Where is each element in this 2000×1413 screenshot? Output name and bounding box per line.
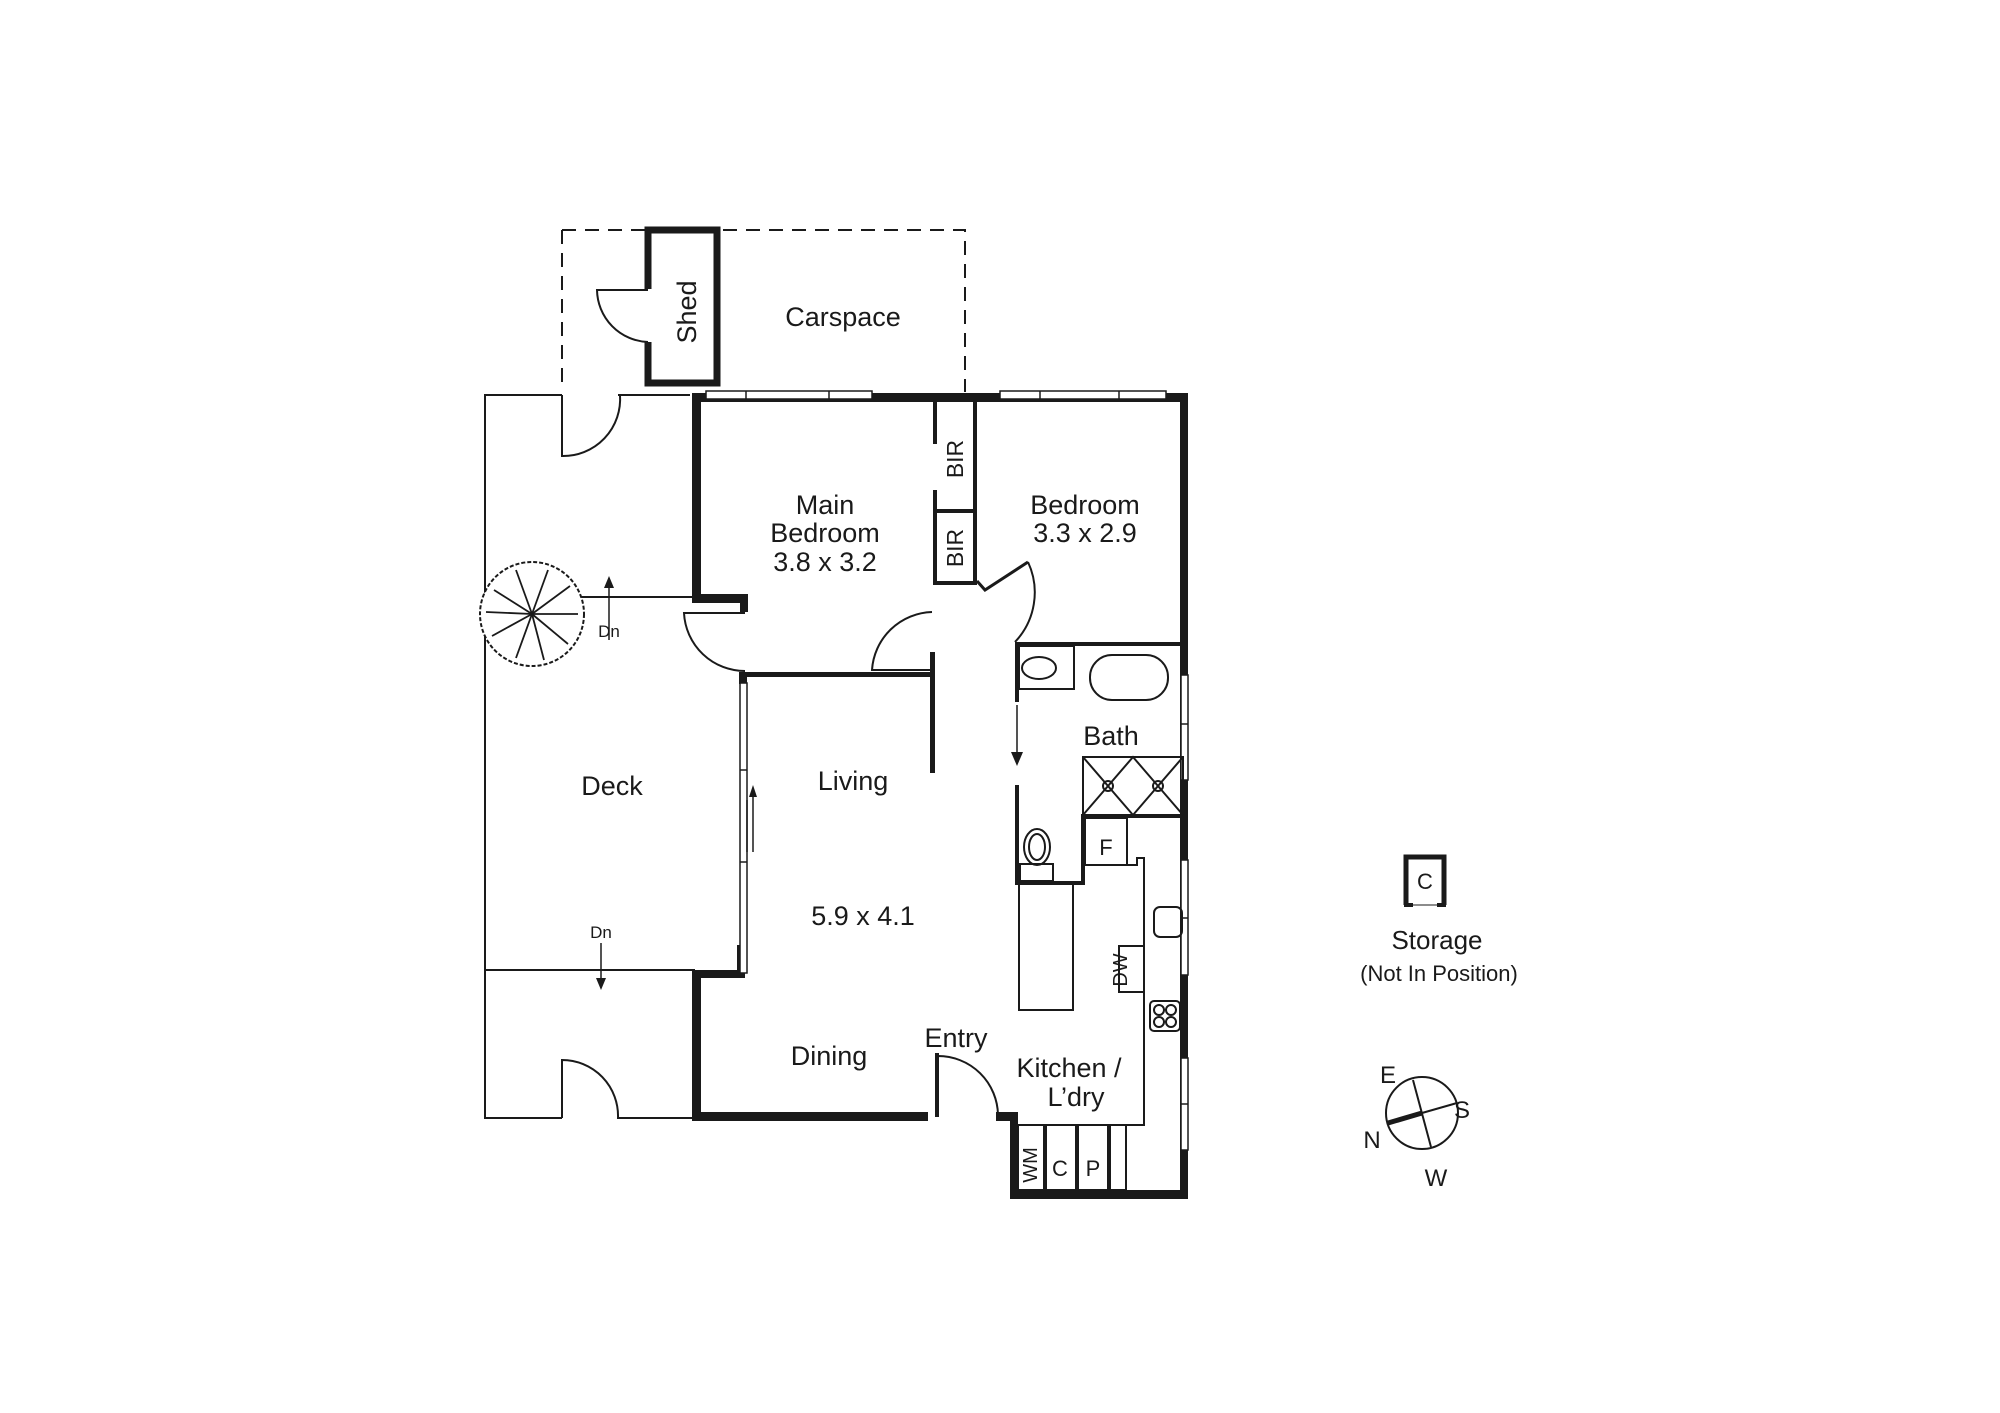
compass-e: E: [1380, 1062, 1396, 1089]
shed-door-swing: [595, 289, 649, 343]
bedroom-label: Bedroom: [1030, 490, 1140, 520]
pantry-label: P: [1086, 1156, 1101, 1181]
stairs-up-arrow-icon: [604, 576, 614, 640]
carspace-label: Carspace: [785, 302, 901, 332]
toilet-icon: [1019, 828, 1054, 882]
main-bedroom-door: [870, 611, 933, 671]
kitchen-label-2: L’dry: [1047, 1082, 1105, 1112]
kitchen-label: Kitchen /: [1016, 1053, 1122, 1083]
main-bedroom-deck-door: [682, 612, 746, 673]
main-bedroom-label-2: Bedroom: [770, 518, 880, 548]
tree-icon: [479, 561, 585, 667]
deck-gate-bottom: [561, 1058, 695, 1119]
fridge-space: [1084, 817, 1128, 866]
window-main-bedroom: [705, 390, 873, 400]
compass-s: S: [1454, 1097, 1470, 1124]
storage-note: (Not In Position): [1360, 961, 1518, 986]
carspace: [561, 229, 966, 392]
deck-label: Deck: [581, 771, 643, 801]
compass-n: N: [1363, 1127, 1380, 1154]
entry-door: [937, 1054, 999, 1116]
window-bath: [1180, 674, 1189, 781]
deck: [484, 394, 695, 1119]
dining-label: Dining: [791, 1041, 868, 1071]
main-bedroom-label: Main: [796, 490, 855, 520]
living-label: Living: [818, 766, 889, 796]
cooktop-icon: [1149, 1000, 1181, 1032]
bathtub-icon: [1089, 654, 1169, 701]
living-dims: 5.9 x 4.1: [811, 901, 915, 931]
storage-icon: [1403, 854, 1447, 907]
shower-icon: [1082, 755, 1184, 817]
bir-top-label: BIR: [942, 440, 968, 478]
main-bedroom-dims: 3.8 x 3.2: [773, 547, 877, 577]
window-kitchen-2: [1180, 1057, 1189, 1151]
dishwasher-label: DW: [1110, 953, 1132, 986]
sliding-door-living: [739, 682, 757, 974]
stairs-label-2: Dn: [590, 923, 612, 942]
shed: [595, 226, 721, 387]
entry-label: Entry: [924, 1023, 988, 1053]
laundry-cupboards: [1017, 1124, 1127, 1191]
deck-gate-top: [561, 394, 622, 458]
vanity-basin-icon: [1018, 645, 1075, 690]
interior-walls: [745, 400, 1185, 885]
compass-icon: [1385, 1076, 1459, 1150]
window-bedroom: [999, 390, 1167, 400]
stairs-label-1: Dn: [598, 622, 620, 641]
bedroom-dims: 3.3 x 2.9: [1033, 518, 1137, 548]
fridge-label: F: [1099, 835, 1112, 860]
bir-bottom-label: BIR: [942, 529, 968, 567]
bedroom-door: [1014, 561, 1036, 643]
cupboard-label: C: [1052, 1156, 1068, 1181]
kitchen-island: [1018, 882, 1074, 1011]
wm-label: WM: [1020, 1147, 1042, 1183]
sink-icon: [1153, 906, 1183, 938]
kitchen-bench: [1052, 857, 1145, 1126]
bath-sliding-door-arrow-icon: [1011, 705, 1023, 766]
dishwasher-space: [1118, 945, 1145, 993]
shed-label: Shed: [672, 280, 702, 343]
storage-icon-label: C: [1417, 869, 1433, 894]
compass-w: W: [1425, 1165, 1448, 1192]
stairs-down-arrow-icon: [596, 943, 606, 990]
bath-label: Bath: [1083, 721, 1139, 751]
storage-title: Storage: [1391, 925, 1482, 955]
